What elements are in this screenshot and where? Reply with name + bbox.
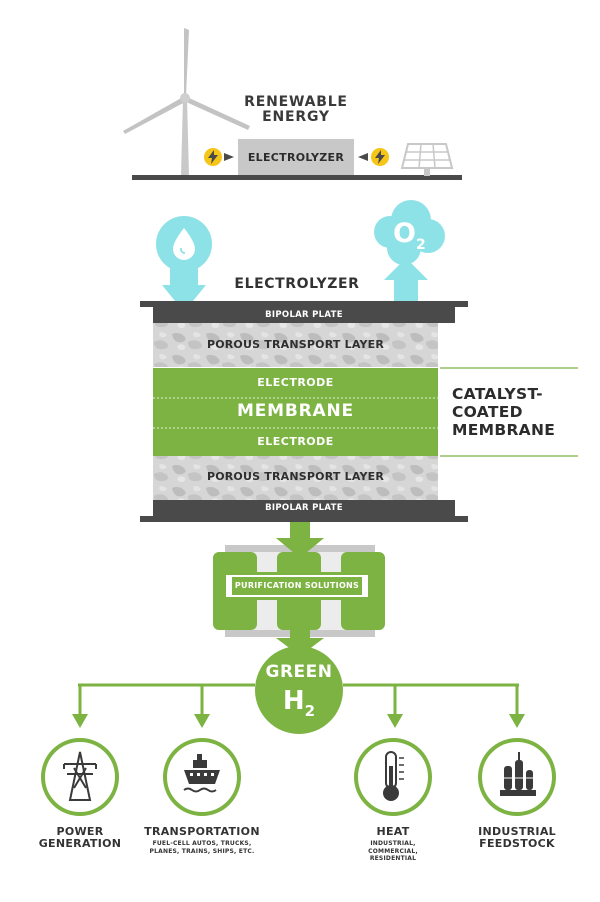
- solar-panel-icon: [400, 143, 454, 176]
- electrode-top-label: ELECTRODE: [257, 376, 334, 389]
- oxygen-symbol: O: [393, 218, 416, 249]
- lightning-icon-right: [358, 148, 389, 166]
- distribution-lines: [78, 685, 519, 718]
- ground-line: [132, 175, 462, 180]
- water-drop-icon: [173, 228, 195, 260]
- bipolar-plate-bottom-label: BIPOLAR PLATE: [265, 503, 343, 513]
- ship-icon: [183, 754, 220, 793]
- thermometer-icon: [383, 751, 404, 801]
- green-label: GREEN: [265, 662, 333, 682]
- oxygen-subscript: 2: [415, 237, 426, 253]
- top-electrolyzer-label: ELECTROLYZER: [247, 151, 345, 164]
- industrial-feedstock-title: INDUSTRIAL FEEDSTOCK: [478, 825, 556, 850]
- power-generation-title: POWER GENERATION: [38, 825, 122, 850]
- h2-symbol: H: [282, 686, 305, 716]
- transportation-title: TRANSPORTATION: [144, 825, 260, 838]
- porous-layer-bottom: [153, 456, 438, 500]
- green-h2-circle: [255, 646, 343, 734]
- electrolyzer-title: ELECTROLYZER: [234, 276, 360, 292]
- purification-unit: [213, 545, 385, 637]
- electrode-bottom-label: ELECTRODE: [257, 435, 334, 448]
- power-tower-icon: [63, 751, 97, 801]
- heat-title: HEAT: [376, 825, 410, 838]
- top-electrolyzer-box: [238, 139, 354, 175]
- porous-layer-top: [153, 323, 438, 367]
- transportation-subtitle: FUEL-CELL AUTOS, TRUCKS, PLANES, TRAINS,…: [149, 840, 255, 855]
- bipolar-plate-bottom: [153, 500, 455, 516]
- renewable-energy-label: RENEWABLE ENERGY: [244, 94, 348, 125]
- membrane-layer: [153, 368, 438, 456]
- oxygen-output-arrow: [374, 200, 445, 301]
- porous-top-label: POROUS TRANSPORT LAYER: [206, 338, 385, 351]
- membrane-label: MEMBRANE: [237, 401, 354, 421]
- h2-subscript: 2: [304, 702, 316, 720]
- bipolar-plate-top-label: BIPOLAR PLATE: [265, 310, 343, 320]
- porous-bottom-label: POROUS TRANSPORT LAYER: [206, 470, 385, 483]
- lightning-icon-left: [204, 148, 234, 166]
- bipolar-plate-top: [153, 307, 455, 323]
- purification-label: PURIFICATION SOLUTIONS: [234, 581, 360, 590]
- oxygen-label: O2: [393, 218, 426, 253]
- heat-subtitle: INDUSTRIAL, COMMERCIAL, RESIDENTIAL: [368, 840, 418, 862]
- wind-turbine-icon: [123, 28, 250, 176]
- factory-icon: [500, 752, 536, 796]
- h2-label: H2: [255, 686, 343, 720]
- hydrogen-down-arrow-1: [276, 522, 324, 558]
- catalyst-coated-membrane-label: CATALYST- COATED MEMBRANE: [452, 385, 556, 439]
- water-input-arrow: [156, 216, 212, 312]
